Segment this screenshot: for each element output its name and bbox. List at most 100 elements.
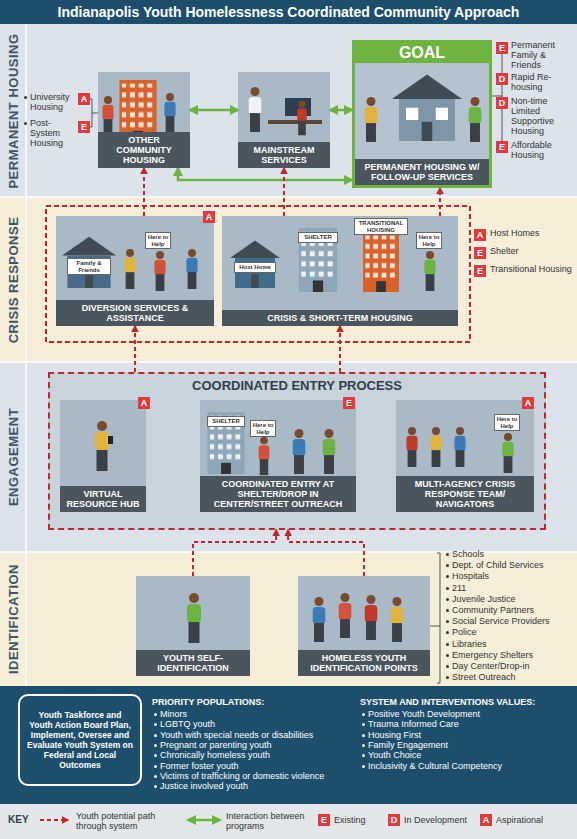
sign-label: Here to Help bbox=[145, 232, 171, 249]
sign-label: TRANSITIONAL HOUSING bbox=[354, 218, 408, 235]
bandt-text: PERMANENT HOUSING bbox=[6, 33, 21, 188]
legend-swatch: D bbox=[388, 814, 400, 826]
bullet-dot bbox=[24, 122, 27, 125]
interaction-arrow bbox=[190, 109, 238, 112]
item-label: Chronically homeless youth bbox=[160, 750, 355, 760]
item-label: Victims of trafficking or domestic viole… bbox=[160, 771, 355, 781]
cap-text: HOMELESS YOUTH IDENTIFICATION POINTS bbox=[298, 650, 430, 676]
list-label: Schools bbox=[452, 549, 574, 560]
bullet-dot bbox=[446, 654, 449, 657]
item-label: Family Engagement bbox=[368, 740, 573, 750]
program-box: YOUTH SELF-IDENTIFICATION bbox=[136, 576, 250, 676]
status-badge: A bbox=[522, 397, 534, 409]
status-badge: D bbox=[496, 73, 508, 85]
status-letter: D bbox=[391, 815, 398, 825]
legend-text: Existing bbox=[334, 815, 386, 825]
taskt-text: Youth Taskforce and Youth Action Board P… bbox=[20, 696, 140, 784]
band: ENGAGEMENT COORDINATED ENTRY PROCESSVIRTU… bbox=[0, 362, 577, 552]
sign-label: Here to Help bbox=[494, 414, 520, 431]
youth-path-arrow bbox=[193, 530, 276, 576]
cap-text: DIVERSION SERVICES & ASSISTANCE bbox=[56, 300, 214, 326]
bullet-dot bbox=[362, 765, 365, 768]
legend-text: Youth potential path through system bbox=[76, 811, 180, 831]
item-label: Housing First bbox=[368, 730, 573, 740]
program-box: OTHER COMMUNITY HOUSING bbox=[98, 72, 190, 168]
sign-label: Host Home bbox=[234, 262, 276, 273]
bandt-text: ENGAGEMENT bbox=[6, 408, 21, 506]
title: Indianapolis Youth Homelessness Coordina… bbox=[0, 0, 577, 24]
sign-label: SHELTER bbox=[207, 416, 245, 427]
bullet-dot bbox=[154, 775, 157, 778]
youth-path-arrow bbox=[439, 188, 441, 216]
bullet-dot bbox=[446, 665, 449, 668]
legend-swatch: E bbox=[318, 814, 330, 826]
side-label: Shelter bbox=[490, 246, 574, 256]
cap-text: MAINSTREAM SERVICES bbox=[238, 142, 330, 168]
cap-text: MULTI-AGENCY CRISIS RESPONSE TEAM/ NAVIG… bbox=[396, 476, 534, 512]
item-label: LGBTQ youth bbox=[160, 719, 355, 729]
bullet-dot bbox=[446, 598, 449, 601]
status-badge: E bbox=[474, 247, 486, 259]
cap-text: PERMANENT HOUSING W/ FOLLOW-UP SERVICES bbox=[355, 159, 489, 185]
band: PERMANENT HOUSING OTHER COMMUNITY HOUSING… bbox=[0, 24, 577, 197]
bullet-dot bbox=[446, 609, 449, 612]
list-label: Juvenile Justice bbox=[452, 594, 574, 605]
status-letter: E bbox=[321, 815, 327, 825]
sign-label: Here to Help bbox=[416, 232, 442, 249]
key-label: KEY bbox=[8, 814, 38, 826]
program-box: HOMELESS YOUTH IDENTIFICATION POINTS bbox=[298, 576, 430, 676]
list-label: Day Center/Drop-in bbox=[452, 661, 574, 672]
process-box: COORDINATED ENTRY PROCESSVIRTUAL RESOURC… bbox=[48, 372, 546, 530]
sign-label: SHELTER bbox=[298, 232, 338, 243]
sideb-label: University Housing bbox=[30, 92, 76, 112]
side-label: Host Homes bbox=[490, 228, 574, 238]
bullet-dot bbox=[362, 744, 365, 747]
side-label: Transitional Housing bbox=[490, 264, 574, 274]
brackets bbox=[89, 46, 502, 683]
status-badge: E bbox=[496, 141, 508, 153]
item-label: Former foster youth bbox=[160, 761, 355, 771]
side-label: Permanent Family & Friends bbox=[511, 40, 575, 70]
cap-text: CRISIS & SHORT-TERM HOUSING bbox=[222, 310, 458, 326]
cap-text: YOUTH SELF-IDENTIFICATION bbox=[136, 650, 250, 676]
status-badge: E bbox=[474, 265, 486, 277]
bullet-dot bbox=[362, 734, 365, 737]
figures bbox=[62, 75, 514, 644]
bullet-dot bbox=[446, 643, 449, 646]
bullet-dot bbox=[154, 713, 157, 716]
list-label: Street Outreach bbox=[452, 672, 574, 683]
youth-path-arrow bbox=[134, 326, 136, 372]
item-label: Justice involved youth bbox=[160, 781, 355, 791]
side-label: Affordable Housing bbox=[511, 140, 575, 160]
goalh-text: GOAL bbox=[355, 43, 489, 63]
bandt-text: IDENTIFICATION bbox=[6, 564, 21, 674]
program-box: VIRTUAL RESOURCE HUB bbox=[60, 400, 146, 512]
item-label: Youth with special needs or disabilities bbox=[160, 730, 355, 740]
youth-path-arrow bbox=[143, 168, 145, 216]
status-badge: E bbox=[343, 397, 355, 409]
status-badge: D bbox=[496, 97, 508, 109]
item-label: Inclusivity & Cultural Competency bbox=[368, 761, 573, 771]
bullet-dot bbox=[154, 744, 157, 747]
item-label: Minors bbox=[160, 709, 355, 719]
list-label: Libraries bbox=[452, 639, 574, 650]
cap-text: VIRTUAL RESOURCE HUB bbox=[60, 486, 146, 512]
list-label: 211 bbox=[452, 583, 574, 594]
sign-label: Family & Friends bbox=[67, 258, 111, 275]
band: CRISIS RESPONSE DIVERSION SERVICES & ASSI… bbox=[0, 197, 577, 362]
bandt-text: CRISIS RESPONSE bbox=[6, 216, 21, 343]
status-badge: A bbox=[78, 93, 90, 105]
bullet-dot bbox=[24, 96, 27, 99]
list-label: Community Partners bbox=[452, 605, 574, 616]
taskforce-box: Youth Taskforce and Youth Action Board P… bbox=[18, 694, 142, 786]
goal-box: GOAL PERMANENT HOUSING W/ FOLLOW-UP SERVI… bbox=[352, 40, 492, 188]
list-label: Dept. of Child Services bbox=[452, 560, 574, 571]
legend-text: Interaction between programs bbox=[226, 811, 310, 831]
side-label: Rapid Re-housing bbox=[511, 72, 575, 92]
legend-text: Aspirational bbox=[496, 815, 572, 825]
item-label: Positive Youth Development bbox=[368, 709, 573, 719]
status-letter: A bbox=[483, 815, 490, 825]
program-box: MAINSTREAM SERVICES bbox=[238, 72, 330, 168]
